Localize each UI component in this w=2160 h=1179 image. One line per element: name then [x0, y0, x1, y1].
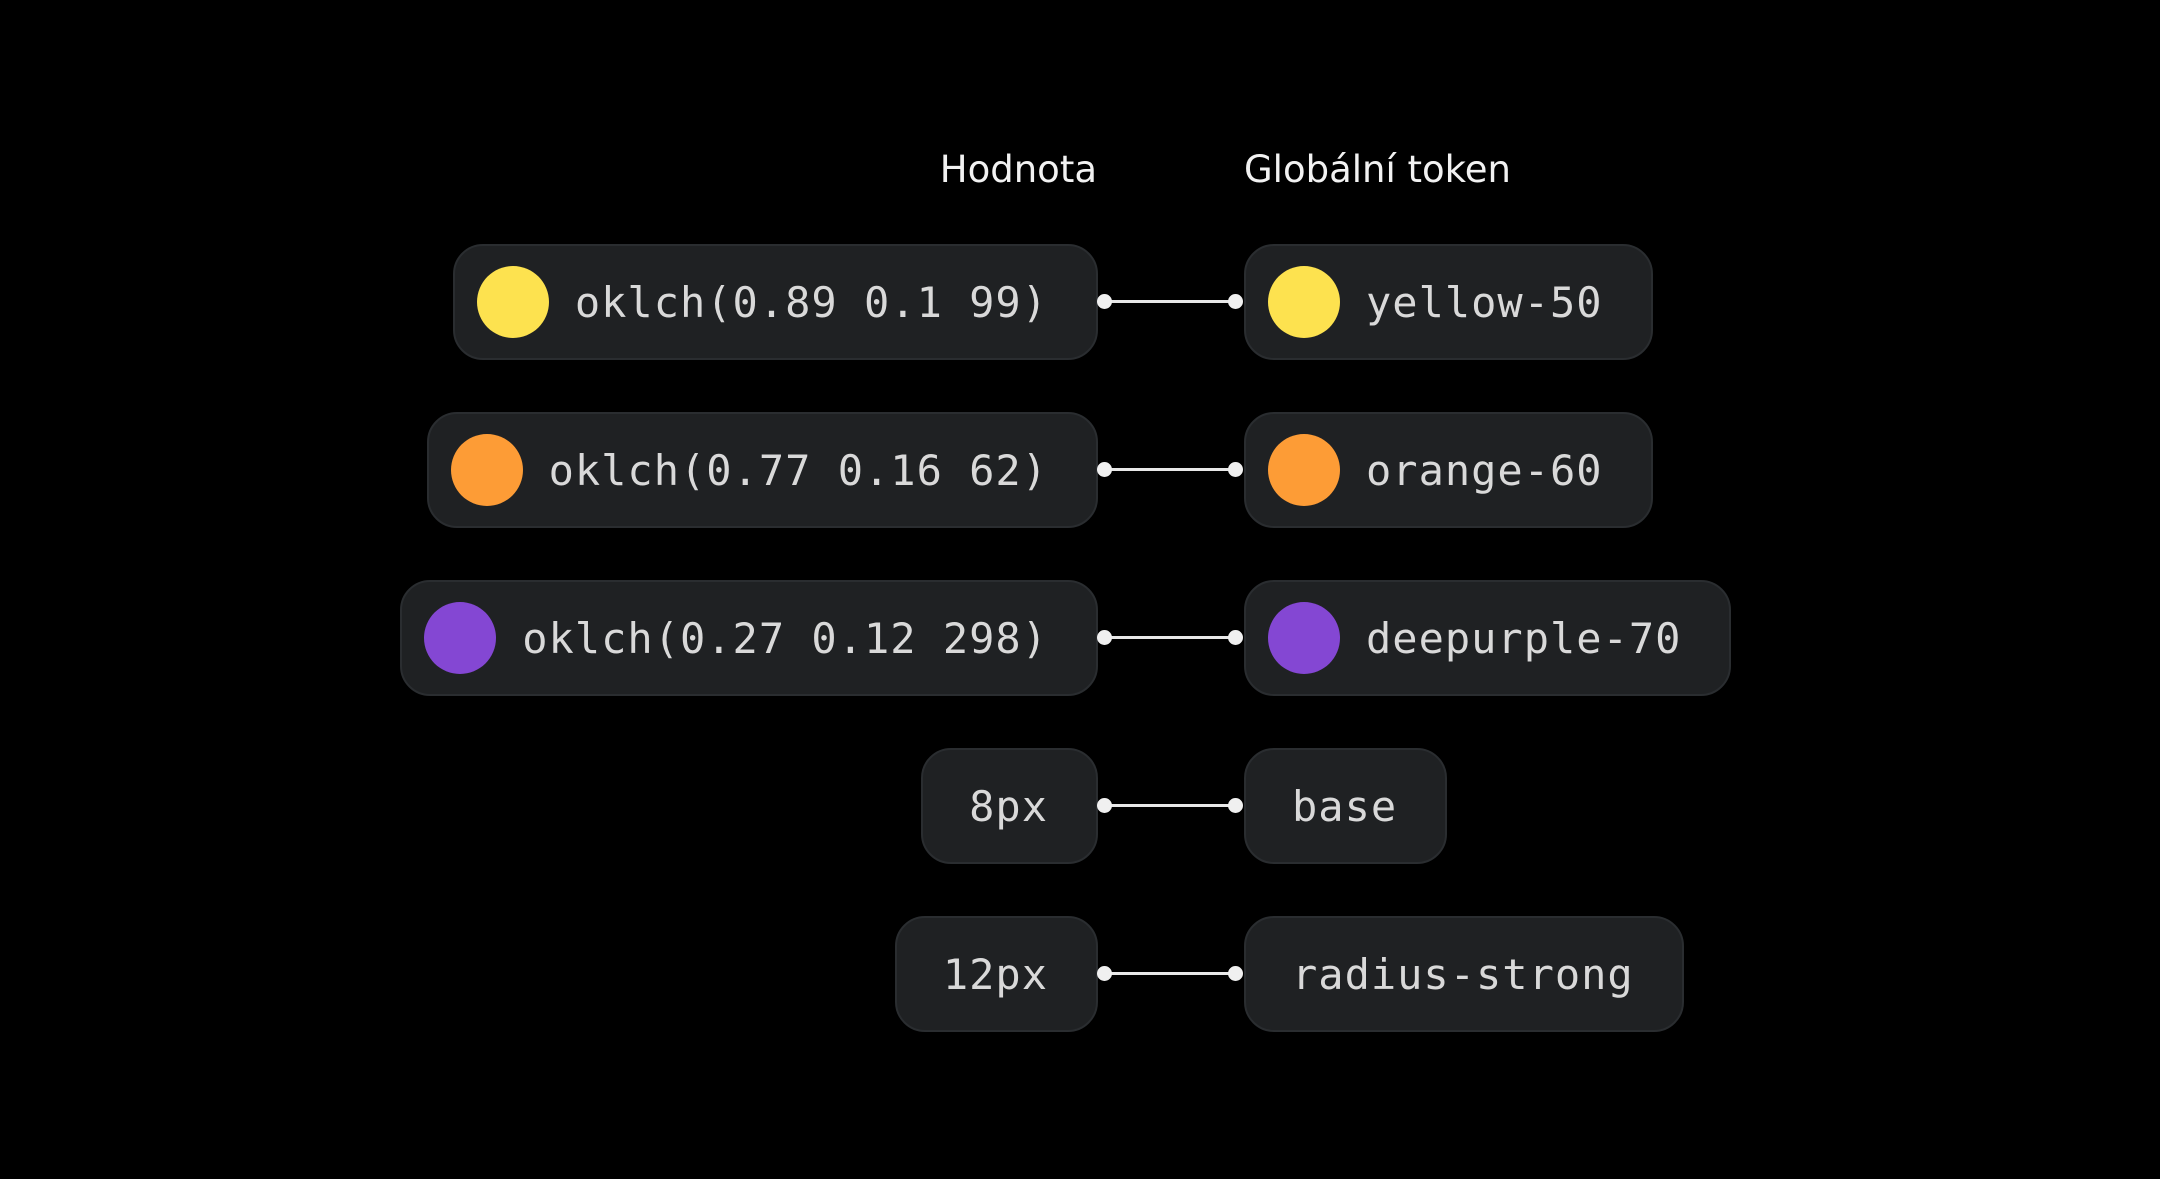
connector-line: [1097, 798, 1243, 813]
value-pill: oklch(0.77 0.16 62): [426, 412, 1098, 528]
color-swatch: [1268, 602, 1340, 674]
token-label: radius-strong: [1292, 949, 1634, 999]
token-pill: orange-60: [1244, 412, 1653, 528]
connector-line: [1097, 966, 1243, 981]
connector-dot: [1228, 966, 1243, 981]
color-swatch: [450, 434, 523, 506]
connector-dot: [1097, 798, 1112, 813]
connector-line: [1097, 462, 1243, 477]
mapping-row: oklch(0.89 0.1 99) yellow-50: [0, 244, 2160, 364]
color-swatch: [424, 602, 497, 674]
value-pill: oklch(0.27 0.12 298): [400, 580, 1098, 696]
connector-dot: [1097, 294, 1112, 309]
token-label: yellow-50: [1366, 277, 1603, 327]
connector-line-segment: [1104, 972, 1236, 975]
connector-line: [1097, 630, 1243, 645]
connector-dot: [1097, 966, 1112, 981]
connector-line-segment: [1104, 300, 1236, 303]
token-pill: deepurple-70: [1244, 580, 1732, 696]
value-label: 12px: [942, 949, 1048, 999]
mapping-row: 8px base: [0, 748, 2160, 868]
token-pill: base: [1244, 748, 1448, 864]
value-pill: 8px: [921, 748, 1098, 864]
mapping-row: 12px radius-strong: [0, 916, 2160, 1036]
connector-line-segment: [1104, 636, 1236, 639]
token-label: base: [1292, 781, 1398, 831]
value-label: oklch(0.77 0.16 62): [548, 445, 1048, 495]
mapping-row: oklch(0.27 0.12 298) deepurple-70: [0, 580, 2160, 700]
value-label: oklch(0.27 0.12 298): [522, 613, 1048, 663]
column-header-global-token: Globální token: [1244, 148, 1511, 191]
token-pill: radius-strong: [1244, 916, 1684, 1032]
token-pill: yellow-50: [1244, 244, 1653, 360]
connector-dot: [1097, 630, 1112, 645]
value-label: 8px: [969, 781, 1048, 831]
token-label: deepurple-70: [1366, 613, 1682, 663]
connector-line-segment: [1104, 804, 1236, 807]
mapping-row: oklch(0.77 0.16 62) orange-60: [0, 412, 2160, 532]
connector-dot: [1228, 630, 1243, 645]
column-header-value: Hodnota: [939, 148, 1097, 191]
connector-dot: [1228, 462, 1243, 477]
value-pill: oklch(0.89 0.1 99): [452, 244, 1098, 360]
connector-line-segment: [1104, 468, 1236, 471]
connector-dot: [1228, 798, 1243, 813]
color-swatch: [476, 266, 549, 338]
connector-dot: [1228, 294, 1243, 309]
color-swatch: [1268, 434, 1340, 506]
value-label: oklch(0.89 0.1 99): [574, 277, 1048, 327]
value-pill: 12px: [894, 916, 1098, 1032]
color-swatch: [1268, 266, 1340, 338]
token-label: orange-60: [1366, 445, 1603, 495]
connector-dot: [1097, 462, 1112, 477]
connector-line: [1097, 294, 1243, 309]
